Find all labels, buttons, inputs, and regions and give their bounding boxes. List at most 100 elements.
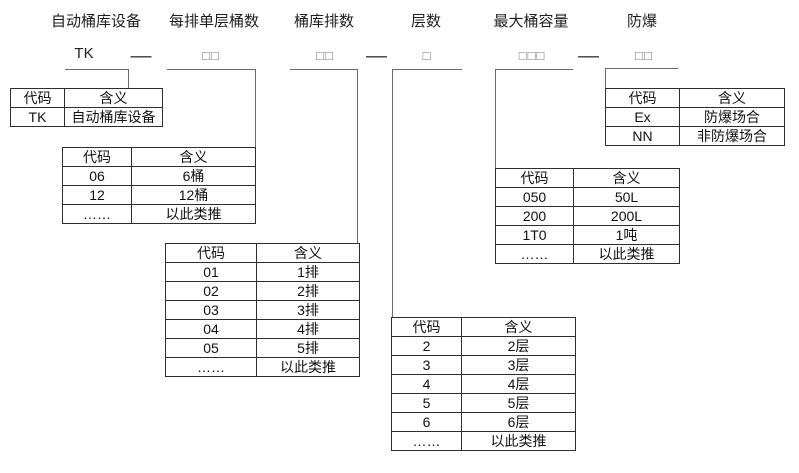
table-row: ……以此类推 (495, 244, 680, 264)
table-cell: 1排 (256, 262, 360, 282)
table-header-cell: 含义 (131, 147, 256, 167)
table-header-row: 代码含义 (62, 147, 256, 167)
connector-line (495, 69, 496, 168)
table-cell: 01 (165, 262, 257, 282)
table-cell: 6桶 (131, 166, 256, 186)
code-field-row-count: □□ (316, 48, 334, 63)
table-cell: 04 (165, 319, 257, 339)
table-cell: 4层 (461, 374, 576, 394)
table-cell: …… (495, 244, 574, 264)
connector-line (605, 68, 606, 89)
table-header-row: 代码含义 (495, 168, 680, 188)
table-cell: 6 (391, 412, 462, 432)
code-separator-dash: — (130, 44, 152, 67)
table-cell: Ex (605, 107, 680, 127)
table-row: ……以此类推 (165, 357, 360, 377)
table-cell: 02 (165, 281, 257, 301)
connector-line (167, 69, 256, 70)
segment-label-device-type: 自动桶库设备 (50, 13, 141, 30)
table-cell: 2层 (461, 336, 576, 356)
table-row: ……以此类推 (391, 431, 576, 451)
code-field-layer-count: □ (422, 48, 432, 63)
segment-label-layer-count: 层数 (410, 13, 441, 30)
table-cell: 1T0 (495, 225, 574, 245)
table-header-cell: 代码 (10, 88, 65, 108)
table-cell: 3层 (461, 355, 576, 375)
table-cell: 以此类推 (461, 431, 576, 451)
connector-line (495, 69, 573, 70)
connector-line (357, 69, 358, 244)
table-cell: 200 (495, 206, 574, 226)
table-header-row: 代码含义 (605, 88, 785, 108)
table-cell: 5排 (256, 338, 360, 358)
table-cell: 03 (165, 300, 257, 320)
table-cell: 非防爆场合 (679, 126, 785, 146)
table-cell: 5层 (461, 393, 576, 413)
connector-line (605, 68, 678, 69)
code-field-explosion-proof: □□ (635, 48, 653, 63)
table-cell: 2 (391, 336, 462, 356)
segment-label-explosion-proof: 防爆 (626, 13, 657, 30)
table-cell: 050 (495, 187, 574, 207)
table-header-cell: 代码 (495, 168, 574, 188)
table-cell: 防爆场合 (679, 107, 785, 127)
table-cell: 以此类推 (131, 204, 256, 224)
table-cell: 50L (573, 187, 680, 207)
table-cell: 4排 (256, 319, 360, 339)
table-cell: NN (605, 126, 680, 146)
table-header-cell: 代码 (62, 147, 132, 167)
table-cell: 自动桶库设备 (64, 107, 163, 127)
table-cell: 3 (391, 355, 462, 375)
table-cell: 5 (391, 393, 462, 413)
table-header-row: 代码含义 (391, 317, 576, 337)
code-field-max-capacity: □□□ (518, 48, 546, 63)
table-cell: 06 (62, 166, 132, 186)
table-header-row: 代码含义 (10, 88, 163, 108)
table-header-cell: 含义 (256, 243, 360, 263)
connector-line (255, 69, 256, 148)
code-field-barrels-per-row: □□ (202, 48, 220, 63)
code-separator-dash: — (366, 44, 387, 67)
table-cell: 05 (165, 338, 257, 358)
connector-line (128, 69, 129, 89)
code-separator-dash: — (578, 44, 599, 67)
table-header-cell: 含义 (573, 168, 680, 188)
table-row: ……以此类推 (62, 204, 256, 224)
table-cell: 12桶 (131, 185, 256, 205)
table-header-cell: 含义 (679, 88, 785, 108)
table-header-cell: 代码 (165, 243, 257, 263)
connector-line (392, 69, 393, 318)
table-header-cell: 含义 (461, 317, 576, 337)
segment-label-max-capacity: 最大桶容量 (493, 13, 569, 30)
connector-line (65, 69, 129, 70)
table-cell: 6层 (461, 412, 576, 432)
connector-line (392, 69, 462, 70)
table-cell: 12 (62, 185, 132, 205)
table-cell: 1吨 (573, 225, 680, 245)
table-header-cell: 代码 (391, 317, 462, 337)
table-cell: TK (10, 107, 65, 127)
connector-line (290, 69, 358, 70)
